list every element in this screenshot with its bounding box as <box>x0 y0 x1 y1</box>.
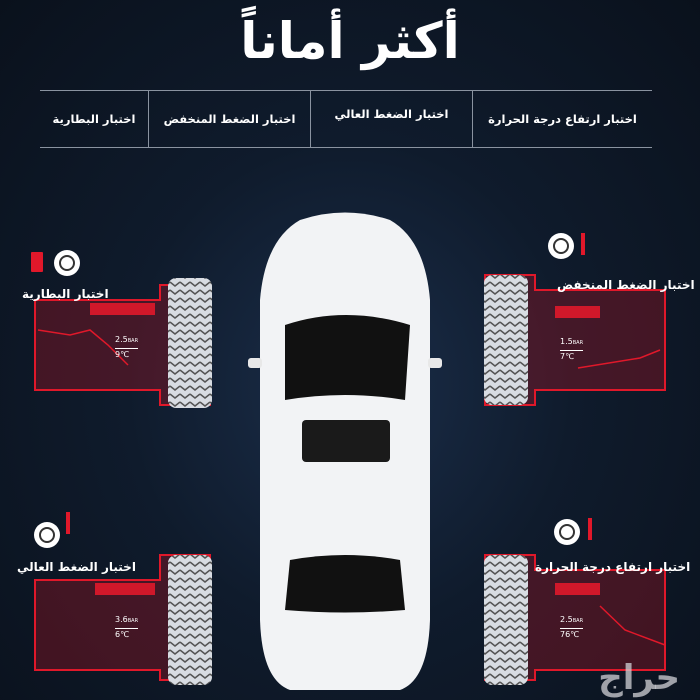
pressure-unit: BAR <box>572 340 584 346</box>
pressure-unit: BAR <box>127 338 139 344</box>
pressure-value: 1.5 <box>560 337 573 346</box>
temperature-value: 76℃ <box>560 630 580 639</box>
panel-label-low-pressure: اختبار الضغط المنخفض <box>557 278 695 292</box>
temperature-value: 9℃ <box>115 350 130 359</box>
pressure-unit: BAR <box>572 618 584 624</box>
pressure-value: 3.6 <box>115 615 128 624</box>
reading-rear-left: 3.6BAR 6℃ <box>115 614 139 640</box>
reading-rear-right: 2.5BAR 76℃ <box>560 614 584 640</box>
tab-high-pressure: اختبار الضغط العالي <box>310 91 472 147</box>
thermometer-icon <box>581 233 585 255</box>
panel-label-high-temperature: اختبار ارتفاع درجة الحرارة <box>535 560 691 574</box>
reading-front-right: 1.5BAR 7℃ <box>560 336 584 362</box>
pressure-value: 2.5 <box>560 615 573 624</box>
tire-panel-rear-left <box>34 512 212 685</box>
panel-label-high-pressure: اختبار الضغط العالي <box>17 560 136 574</box>
tab-high-temperature: اختبار ارتفاع درجة الحرارة <box>472 91 652 147</box>
page-title: أكثر أماناً <box>240 12 460 70</box>
tab-battery: اختبار البطارية <box>52 112 136 126</box>
panel-label-battery: اختبار البطارية <box>22 287 109 301</box>
pressure-value: 2.5 <box>115 335 128 344</box>
tire-panel-front-left <box>31 250 212 408</box>
tire-panel-front-right <box>484 233 666 406</box>
battery-icon <box>31 252 43 272</box>
feature-header: اختبار البطارية اختبار الضغط المنخفض اخت… <box>40 90 652 148</box>
pressure-unit: BAR <box>127 618 139 624</box>
temperature-value: 6℃ <box>115 630 130 639</box>
tab-low-pressure: اختبار الضغط المنخفض <box>148 91 310 147</box>
car-top-view <box>248 212 442 690</box>
watermark: حراج <box>598 658 680 698</box>
reading-front-left: 2.5BAR 9℃ <box>115 334 139 360</box>
temperature-value: 7℃ <box>560 352 575 361</box>
tire-panel-rear-right <box>484 518 666 685</box>
